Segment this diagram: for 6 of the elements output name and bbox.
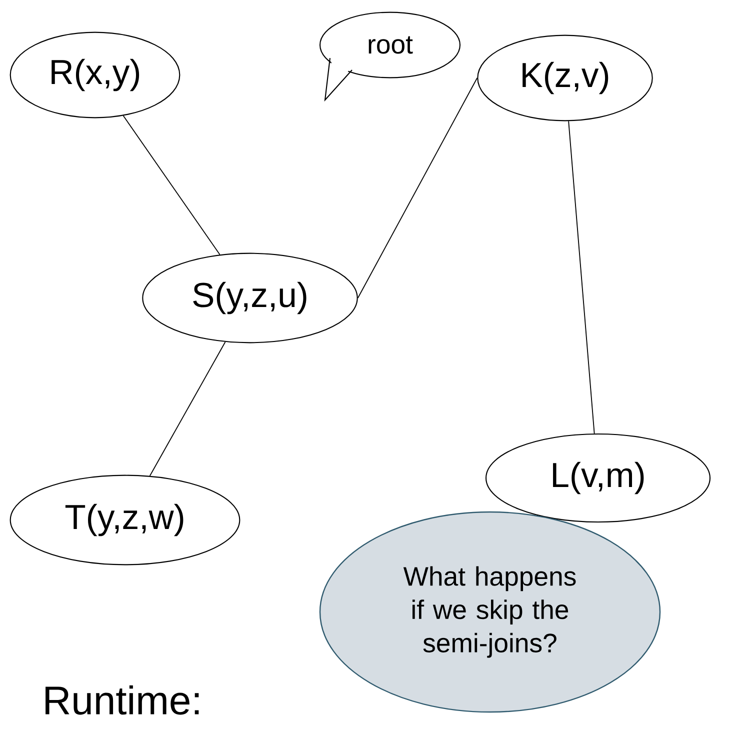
connector-line: [357, 78, 478, 298]
connector-line: [149, 342, 226, 476]
runtime-label: Runtime:: [46, 685, 199, 715]
speech-bubble: root: [319, 12, 461, 102]
connector-line: [568, 120, 595, 434]
connector-line: [122, 115, 220, 256]
